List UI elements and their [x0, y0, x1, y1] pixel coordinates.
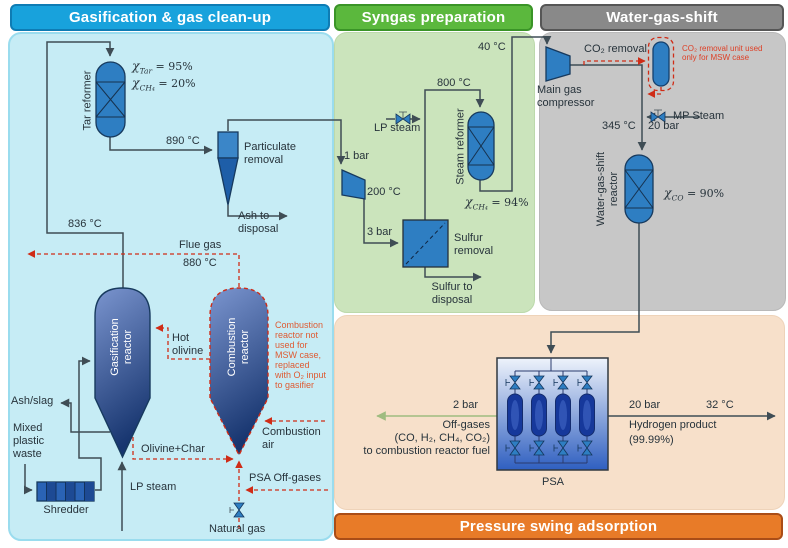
co2-removal-dashed-box: [647, 36, 675, 92]
offgases-line3: to combustion reactor fuel: [363, 445, 490, 457]
pipe-waste-to-shredder: [23, 464, 33, 495]
temp-40-label: 40 °C: [478, 41, 506, 53]
main-gas-compressor: [545, 46, 571, 82]
co2-note: CO₂ removal unit used only for MSW case: [682, 44, 763, 62]
hydrogen-purity-label: (99.99%): [629, 434, 674, 446]
pipe-cyclone-to-syngas-compressor: [227, 119, 346, 165]
pipe-gasifier-to-tar-reformer: [46, 41, 124, 288]
hot-olivine-label: Hot olivine: [172, 332, 204, 357]
pressure-3bar-label: 3 bar: [367, 226, 393, 238]
co2-removal-label: CO₂ removal: [584, 43, 647, 55]
equipment: [36, 41, 670, 518]
natural-gas-label: Natural gas: [209, 523, 266, 535]
tar-reformer-vessel: [95, 61, 126, 138]
temp-880-label: 880 °C: [183, 257, 217, 269]
pipe-compressor-to-wgs: [570, 64, 647, 151]
temp-890-label: 890 °C: [166, 135, 200, 147]
offgases-block: Off-gases (CO, H₂, CH₄, CO₂) to combusti…: [356, 419, 490, 458]
psa-adsorber-capsules: [507, 393, 595, 437]
pressure-2bar-label: 2 bar: [453, 399, 479, 411]
pipe-olivine-char: [132, 430, 234, 463]
psa-unit-label: PSA: [541, 476, 564, 488]
chi-ch4-94-label: χCH₄ = 94%: [465, 194, 529, 212]
pressure-20bar-wgs-label: 20 bar: [648, 120, 680, 132]
chi-co-label: χCO = 90%: [664, 185, 725, 203]
psa-off-gases-label: PSA Off-gases: [249, 472, 321, 484]
temp-200-label: 200 °C: [367, 186, 401, 198]
temp-345-label: 345 °C: [602, 120, 636, 132]
flue-gas-label: Flue gas: [179, 239, 222, 251]
combustion-air-label: Combustion air: [262, 426, 321, 451]
lp-steam-left-label: LP steam: [130, 481, 177, 493]
temp-800-label: 800 °C: [437, 77, 471, 89]
main-gas-compressor-label: Main gas compressor: [537, 84, 595, 109]
temp-32-label: 32 °C: [706, 399, 734, 411]
tar-reformer-label: Tar reformer: [81, 70, 94, 131]
pipe-tar-reformer-to-cyclone: [109, 137, 213, 155]
pressure-20bar-psa-label: 20 bar: [629, 399, 661, 411]
mp-steam-valve: [650, 109, 666, 123]
pipe-shredder-to-gasifier: [78, 356, 102, 491]
sulfur-removal-label: Sulfur removal: [454, 232, 494, 257]
combustion-note: Combustion reactor not used for MSW case…: [275, 320, 327, 390]
lp-steam-valve: [395, 111, 411, 125]
offgases-line1: Off-gases: [442, 419, 491, 431]
lp-steam-syngas-label: LP steam: [374, 122, 421, 134]
pipe-reformer-to-main-compressor: [479, 35, 552, 192]
wgs-reactor-vessel: [624, 154, 654, 224]
pipe-sulfur-to-disposal: [424, 267, 482, 282]
particulate-removal-label: Particulate removal: [244, 141, 296, 166]
gasification-panel: [8, 32, 334, 541]
ash-slag-label: Ash/slag: [11, 395, 54, 407]
black-process-lines: [23, 35, 776, 531]
psa-header: Pressure swing adsorption: [334, 513, 783, 540]
combustion-reactor-vessel: [209, 287, 269, 457]
pressure-1bar-label: 1 bar: [344, 150, 370, 162]
mp-steam-label: MP Steam: [673, 110, 725, 122]
psa-unit: [496, 357, 609, 471]
temp-836-label: 836 °C: [68, 218, 102, 230]
sulfur-to-disposal-label: Sulfur to disposal: [431, 281, 473, 306]
steam-reformer-vessel: [467, 111, 495, 181]
gasification-reactor-label: Gasification reactor: [109, 318, 134, 376]
co2-removal-vessel: [652, 41, 670, 87]
sulfur-removal-unit: [402, 219, 449, 268]
pipe-flue-gas: [27, 250, 240, 287]
pipe-ash-to-disposal: [227, 205, 288, 221]
chi-ch4-label: χCH₄ = 20%: [132, 75, 196, 93]
pipe-wgs-to-psa: [546, 223, 640, 354]
shredder-unit: [36, 481, 95, 502]
shredder-label: Shredder: [43, 504, 89, 516]
pipe-sulfur-removal-to-steam-reformer: [424, 89, 485, 220]
chi-tar-label: χTar = 95%: [132, 58, 193, 76]
combustion-reactor-label: Combustion reactor: [226, 317, 251, 377]
natural-gas-valve: [229, 502, 245, 518]
steam-reformer-label: Steam reformer: [454, 108, 467, 185]
olivine-char-label: Olivine+Char: [141, 443, 205, 455]
pipe-hot-olivine: [155, 324, 210, 360]
pipe-co2-return: [647, 87, 662, 98]
offgases-line2: (CO, H₂, CH₄, CO₂): [394, 432, 490, 444]
syngas-header: Syngas preparation: [334, 4, 533, 31]
gasification-reactor-vessel: [94, 287, 151, 459]
syngas-compressor: [341, 169, 366, 200]
pipe-compressor-to-sulfur-removal: [363, 199, 399, 248]
red-dashed-lines: [27, 36, 675, 529]
gasification-header: Gasification & gas clean-up: [10, 4, 330, 31]
hydrogen-product-label: Hydrogen product: [629, 419, 717, 431]
particulate-removal-cyclone: [217, 131, 239, 206]
mixed-plastic-waste-label: Mixed plastic waste: [13, 422, 45, 460]
psa-valves: [505, 375, 593, 456]
wgs-header: Water-gas-shift: [540, 4, 784, 31]
pipe-co2-tap: [583, 57, 646, 65]
pipe-ash-slag: [60, 398, 110, 433]
wgs-reactor-label: Water-gas-shift reactor: [595, 151, 620, 227]
ash-to-disposal-label: Ash to disposal: [238, 210, 279, 235]
